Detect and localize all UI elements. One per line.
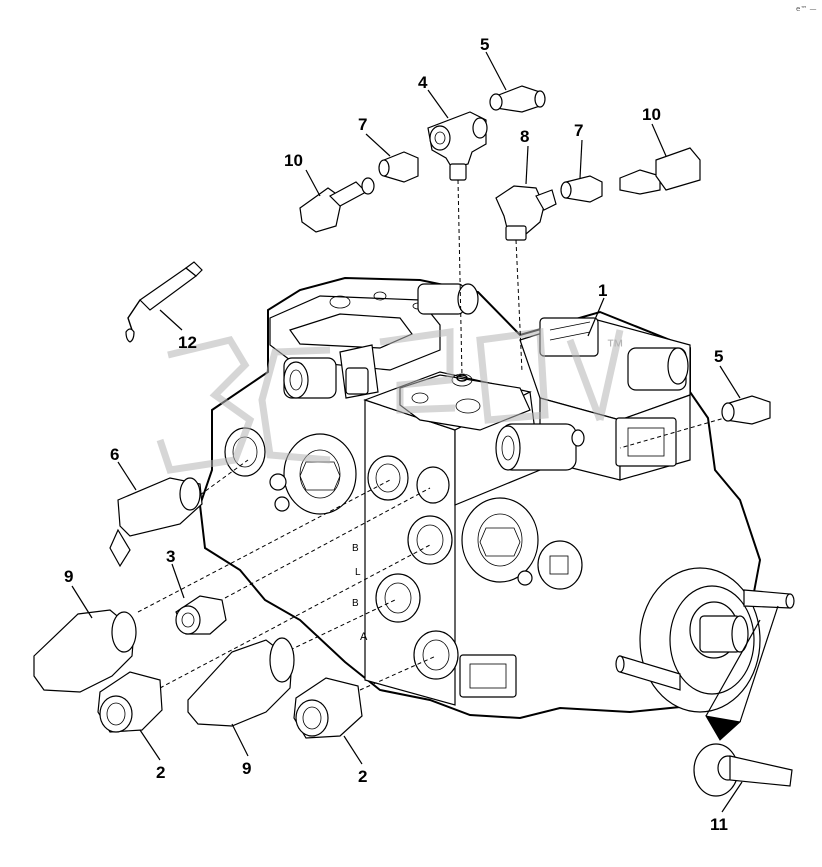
corner-mark: e™ — (796, 5, 817, 13)
callout-9b: 9 (242, 759, 251, 778)
tee-fitting-part (427, 111, 488, 181)
callout-7b: 7 (574, 121, 583, 140)
watermark-trademark: ™ (606, 336, 624, 356)
nut-part-2-left (97, 671, 163, 733)
fitting-part-3 (175, 595, 227, 635)
callout-labels: 1 2 2 3 4 5 5 6 7 7 8 9 9 10 10 11 12 (64, 35, 728, 834)
pressure-sensor-part-right (619, 147, 701, 195)
elbow-part-9-right (187, 637, 295, 727)
elbow-fitting-part (495, 185, 557, 241)
port-label-b2: B (352, 598, 359, 609)
callout-12: 12 (178, 333, 197, 352)
plug-part (109, 477, 203, 568)
port-label-l: L (355, 567, 361, 578)
callout-2b: 2 (358, 767, 367, 786)
pressure-sensor-part-left (299, 177, 375, 233)
leader-lines (71, 51, 743, 813)
callout-10a: 10 (284, 151, 303, 170)
fitting-part-7-right (560, 175, 603, 203)
fitting-part-7-left (378, 151, 419, 183)
callout-10b: 10 (642, 105, 661, 124)
nut-part-2-right (293, 677, 363, 739)
callout-4: 4 (418, 73, 428, 92)
callout-11: 11 (710, 815, 728, 834)
alignment-lines (137, 179, 736, 691)
sealant-tube-part (125, 261, 203, 343)
callout-7a: 7 (358, 115, 367, 134)
bolt-part-11 (693, 605, 793, 797)
callout-2a: 2 (156, 763, 165, 782)
callout-1: 1 (598, 281, 607, 300)
callout-5a: 5 (480, 35, 489, 54)
port-label-b: B (352, 543, 359, 554)
callout-6: 6 (110, 445, 119, 464)
callout-8: 8 (520, 127, 529, 146)
port-label-a: A (360, 631, 368, 643)
callout-3: 3 (166, 547, 175, 566)
callout-9a: 9 (64, 567, 73, 586)
callout-5b: 5 (714, 347, 723, 366)
adapter-part-top (489, 85, 546, 113)
adapter-part-right (721, 395, 771, 425)
elbow-part-9-left (33, 609, 137, 693)
